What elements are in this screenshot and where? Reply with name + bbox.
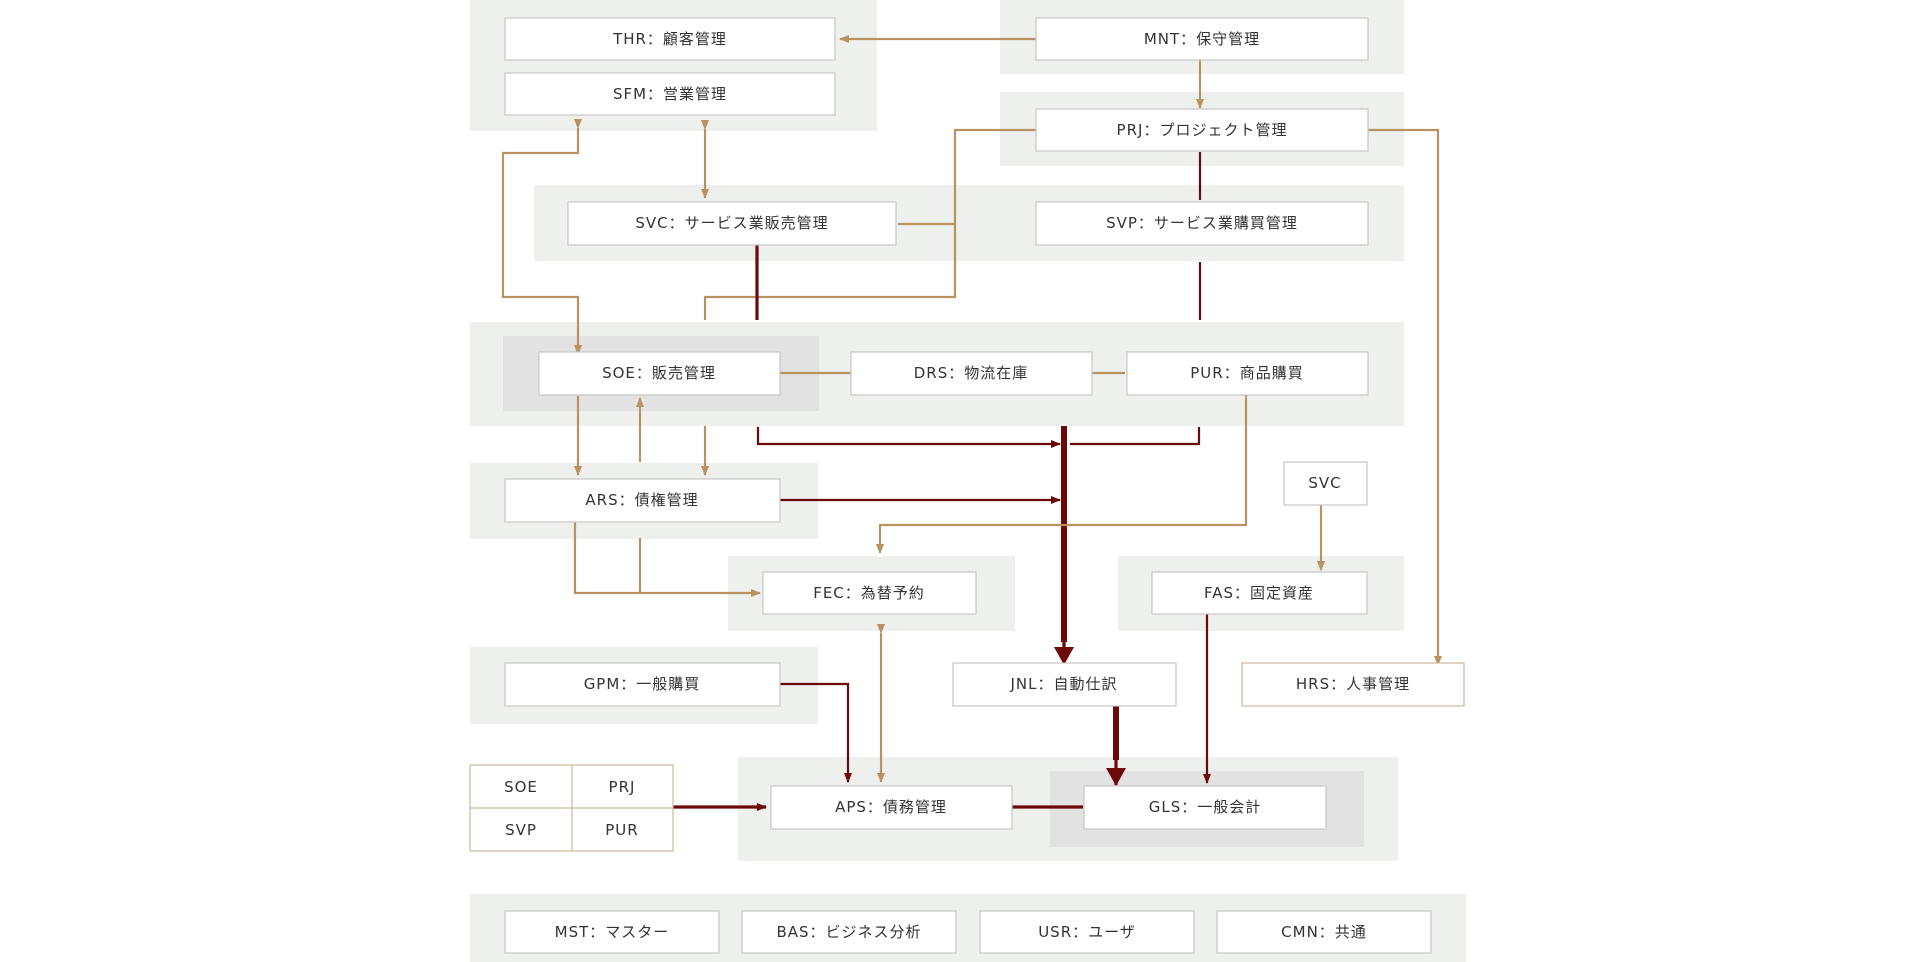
link-pur-fec	[876, 389, 1250, 554]
module-prj-label: PRJ：プロジェクト管理	[1117, 121, 1288, 139]
module-svp-label: SVP：サービス業購買管理	[1106, 214, 1298, 232]
module-mnt[interactable]: MNT：保守管理	[1035, 17, 1369, 61]
module-soe-label: SOE：販売管理	[602, 364, 716, 382]
module-svp[interactable]: SVP：サービス業購買管理	[1035, 201, 1369, 246]
module-aps-label: APS：債務管理	[835, 798, 947, 816]
module-soe[interactable]: SOE：販売管理	[538, 351, 781, 396]
module-gls[interactable]: GLS：一般会計	[1083, 785, 1327, 830]
module-usr[interactable]: USR：ユーザ	[979, 910, 1195, 954]
connections	[501, 35, 1442, 811]
module-mnt-label: MNT：保守管理	[1144, 30, 1260, 48]
source-module-grid: SOE PRJ SVP PUR	[469, 764, 674, 852]
module-cmn-label: CMN：共通	[1281, 923, 1367, 941]
module-prj[interactable]: PRJ：プロジェクト管理	[1035, 108, 1369, 152]
link-svc-prj	[898, 128, 1036, 226]
module-sfm-label: SFM：営業管理	[613, 85, 727, 103]
module-pur[interactable]: PUR：商品購買	[1126, 351, 1369, 396]
source-grid-svp[interactable]: SVP	[505, 821, 537, 839]
module-ars[interactable]: ARS：債権管理	[504, 478, 781, 523]
modules: THR：顧客管理 SFM：営業管理 MNT：保守管理 PRJ：プロジェクト管理 …	[504, 17, 1465, 830]
source-grid-prj[interactable]: PRJ	[609, 778, 636, 796]
module-jnl-label: JNL：自動仕訳	[1009, 675, 1117, 693]
module-gpm[interactable]: GPM：一般購買	[504, 662, 781, 707]
module-thr[interactable]: THR：顧客管理	[504, 17, 836, 61]
module-thr-label: THR：顧客管理	[612, 30, 727, 48]
module-svc-small-label: SVC	[1308, 474, 1341, 492]
common-modules: MST：マスター BAS：ビジネス分析 USR：ユーザ CMN：共通	[504, 910, 1432, 954]
source-grid-pur[interactable]: PUR	[605, 821, 638, 839]
module-sfm[interactable]: SFM：営業管理	[504, 72, 836, 116]
module-mst[interactable]: MST：マスター	[504, 910, 720, 954]
link-prj-hrs	[1368, 128, 1442, 666]
module-fec-label: FEC：為替予約	[813, 584, 925, 602]
link-soe-prj	[703, 224, 957, 320]
module-svc-label: SVC：サービス業販売管理	[635, 214, 828, 232]
link-soe-jnl	[756, 427, 1061, 448]
source-grid-soe[interactable]: SOE	[504, 778, 538, 796]
module-fas-label: FAS：固定資産	[1204, 584, 1314, 602]
module-drs-label: DRS：物流在庫	[914, 364, 1029, 382]
module-mst-label: MST：マスター	[555, 923, 670, 941]
module-aps[interactable]: APS：債務管理	[770, 785, 1013, 830]
module-fec[interactable]: FEC：為替予約	[762, 571, 977, 615]
link-sfm-soe	[501, 119, 582, 355]
module-cmn[interactable]: CMN：共通	[1216, 910, 1432, 954]
module-hrs[interactable]: HRS：人事管理	[1241, 662, 1465, 707]
module-jnl[interactable]: JNL：自動仕訳	[952, 662, 1177, 707]
module-usr-label: USR：ユーザ	[1038, 923, 1136, 941]
module-fas[interactable]: FAS：固定資産	[1151, 571, 1368, 615]
module-bas-label: BAS：ビジネス分析	[776, 923, 921, 941]
module-bas[interactable]: BAS：ビジネス分析	[741, 910, 957, 954]
module-ars-label: ARS：債権管理	[585, 491, 698, 509]
link-ars-fec	[571, 513, 761, 597]
module-svc-small[interactable]: SVC	[1283, 461, 1368, 506]
module-hrs-label: HRS：人事管理	[1296, 675, 1410, 693]
module-drs[interactable]: DRS：物流在庫	[850, 351, 1093, 396]
link-pur-jnl	[1070, 427, 1201, 446]
link-gpm-aps	[780, 682, 852, 783]
module-gls-label: GLS：一般会計	[1149, 798, 1262, 816]
module-gpm-label: GPM：一般購買	[584, 675, 701, 693]
module-pur-label: PUR：商品購買	[1190, 364, 1303, 382]
module-svc[interactable]: SVC：サービス業販売管理	[567, 201, 897, 246]
